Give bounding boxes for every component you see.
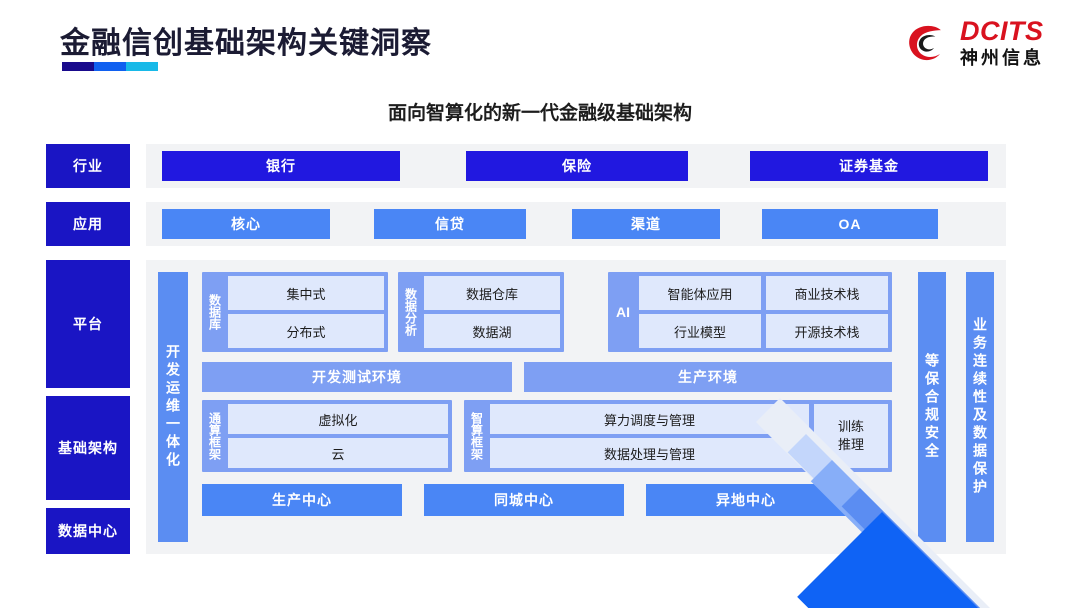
group-database-label: 数据库 — [207, 294, 222, 330]
group-general-compute-cells: 虚拟化 云 — [228, 404, 448, 468]
group-data-analysis[interactable]: 数据分析 数据仓库 数据湖 — [398, 272, 564, 352]
group-data-analysis-label: 数据分析 — [403, 288, 418, 336]
group-database[interactable]: 数据库 集中式 分布式 — [202, 272, 388, 352]
industry-chip-securities[interactable]: 证券基金 — [750, 151, 988, 181]
accent-segment-1 — [62, 62, 94, 71]
sidebar-item-datacenter[interactable]: 数据中心 — [46, 508, 130, 554]
page-header: 金融信创基础架构关键洞察 DCITS 神州信息 — [0, 0, 1080, 92]
group-ai[interactable]: AI 智能体应用 行业模型 商业技术栈 开源技术栈 — [608, 272, 892, 352]
cell-agent-application[interactable]: 智能体应用 — [639, 276, 761, 310]
logo-cn-text: 神州信息 — [960, 48, 1044, 68]
application-chip-core[interactable]: 核心 — [162, 209, 330, 239]
sidebar-item-application[interactable]: 应用 — [46, 202, 130, 246]
group-data-analysis-cells: 数据仓库 数据湖 — [424, 276, 560, 348]
layer-content-column: 银行 保险 证券基金 核心 信贷 渠道 OA 开发运维一体化 等保合规安全 业务… — [146, 140, 1006, 570]
application-chip-credit[interactable]: 信贷 — [374, 209, 526, 239]
group-ai-column-2: 商业技术栈 开源技术栈 — [766, 276, 888, 348]
logo-wordmark: DCITS 神州信息 — [960, 16, 1044, 68]
rail-devops[interactable]: 开发运维一体化 — [158, 272, 188, 542]
bar-production-center[interactable]: 生产中心 — [202, 484, 402, 516]
page-subtitle: 面向智算化的新一代金融级基础架构 — [387, 103, 692, 124]
cell-train-inference-line1: 训练 — [837, 419, 864, 435]
group-intelligent-compute-framework[interactable]: 智算框架 算力调度与管理 数据处理与管理 训练 推理 — [464, 400, 892, 472]
industry-chip-insurance[interactable]: 保险 — [466, 151, 688, 181]
cell-commercial-stack[interactable]: 商业技术栈 — [766, 276, 888, 310]
layer-label-column: 行业 应用 平台 基础架构 数据中心 — [46, 140, 130, 570]
application-chip-channel[interactable]: 渠道 — [572, 209, 720, 239]
cell-industry-model[interactable]: 行业模型 — [639, 314, 761, 348]
group-database-cells: 集中式 分布式 — [228, 276, 384, 348]
cell-centralized[interactable]: 集中式 — [228, 276, 384, 310]
bar-production-environment[interactable]: 生产环境 — [524, 362, 892, 392]
cell-distributed[interactable]: 分布式 — [228, 314, 384, 348]
brand-logo: DCITS 神州信息 — [905, 18, 1044, 67]
cell-virtualization[interactable]: 虚拟化 — [228, 404, 448, 434]
sidebar-item-platform[interactable]: 平台 — [46, 260, 130, 388]
cell-cloud[interactable]: 云 — [228, 438, 448, 468]
group-ai-label: AI — [616, 304, 630, 320]
cell-opensource-stack[interactable]: 开源技术栈 — [766, 314, 888, 348]
accent-segment-2 — [93, 62, 127, 71]
cell-data-warehouse[interactable]: 数据仓库 — [424, 276, 560, 310]
sidebar-item-industry[interactable]: 行业 — [46, 144, 130, 188]
bar-dev-test-environment[interactable]: 开发测试环境 — [202, 362, 512, 392]
application-row: 核心 信贷 渠道 OA — [146, 202, 1006, 246]
platform-band: 开发运维一体化 等保合规安全 业务连续性及数据保护 数据库 集中式 分布式 数 — [146, 260, 1006, 554]
group-intelligent-compute-label: 智算框架 — [469, 412, 484, 460]
title-accent-rule — [62, 62, 158, 71]
cell-compute-scheduling[interactable]: 算力调度与管理 — [490, 404, 809, 434]
group-intelligent-compute-cells: 算力调度与管理 数据处理与管理 — [490, 404, 809, 468]
sidebar-item-infrastructure[interactable]: 基础架构 — [46, 396, 130, 500]
cell-data-processing[interactable]: 数据处理与管理 — [490, 438, 809, 468]
group-general-compute-framework[interactable]: 通算框架 虚拟化 云 — [202, 400, 452, 472]
cell-train-inference[interactable]: 训练 推理 — [814, 404, 888, 468]
industry-chip-bank[interactable]: 银行 — [162, 151, 400, 181]
group-ai-column-1: 智能体应用 行业模型 — [639, 276, 761, 348]
group-ai-columns: 智能体应用 行业模型 商业技术栈 开源技术栈 — [639, 276, 888, 348]
bar-remote-center[interactable]: 异地中心 — [646, 484, 846, 516]
platform-inner: 数据库 集中式 分布式 数据分析 数据仓库 数据湖 — [202, 272, 906, 542]
cell-data-lake[interactable]: 数据湖 — [424, 314, 560, 348]
rail-compliance-security[interactable]: 等保合规安全 — [918, 272, 946, 542]
architecture-diagram: 行业 应用 平台 基础架构 数据中心 银行 保险 证券基金 核心 信贷 渠道 O… — [46, 140, 1006, 570]
dcits-swirl-icon — [909, 25, 941, 60]
logo-en-text: DCITS — [960, 16, 1044, 46]
industry-row: 银行 保险 证券基金 — [146, 144, 1006, 188]
application-chip-oa[interactable]: OA — [762, 209, 938, 239]
industry-band: 银行 保险 证券基金 — [146, 144, 1006, 188]
application-band: 核心 信贷 渠道 OA — [146, 202, 1006, 246]
page-title: 金融信创基础架构关键洞察 — [60, 27, 432, 60]
accent-segment-3 — [126, 62, 158, 71]
cell-train-inference-line2: 推理 — [837, 437, 864, 452]
group-general-compute-label: 通算框架 — [207, 412, 222, 460]
bar-metro-center[interactable]: 同城中心 — [424, 484, 624, 516]
rail-business-continuity[interactable]: 业务连续性及数据保护 — [966, 272, 994, 542]
platform-body: 开发运维一体化 等保合规安全 业务连续性及数据保护 数据库 集中式 分布式 数 — [146, 260, 1006, 554]
